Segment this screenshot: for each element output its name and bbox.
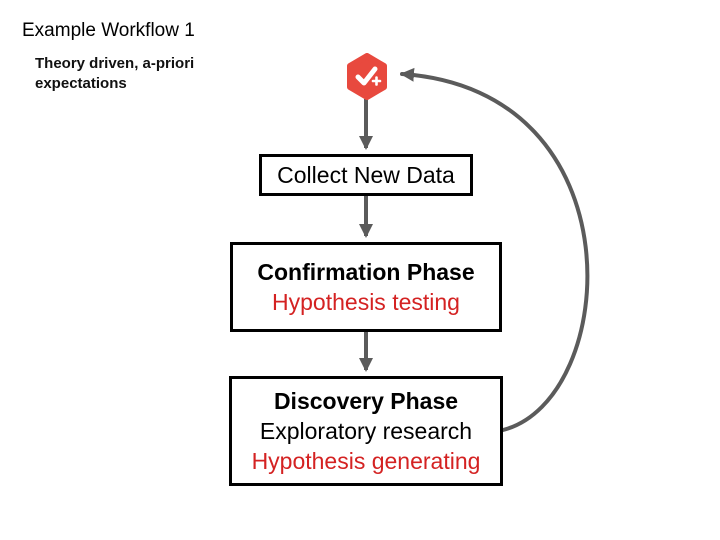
slide-subtitle: Theory driven, a-priori expectations — [35, 55, 195, 92]
node-collect-new-data: Collect New Data — [259, 154, 473, 196]
node-line: Confirmation Phase — [257, 259, 475, 285]
node-line: Discovery Phase — [273, 388, 459, 414]
node-line: Hypothesis generating — [251, 448, 481, 474]
node-discovery-phase: Discovery Phase Exploratory research Hyp… — [229, 376, 503, 486]
node-line: Collect New Data — [277, 162, 455, 188]
check-plus-badge-icon — [345, 53, 389, 100]
node-line: Exploratory research — [259, 418, 473, 444]
slide-title: Example Workflow 1 — [22, 20, 195, 41]
node-confirmation-phase: Confirmation Phase Hypothesis testing — [230, 242, 502, 332]
node-line: Hypothesis testing — [272, 289, 460, 315]
